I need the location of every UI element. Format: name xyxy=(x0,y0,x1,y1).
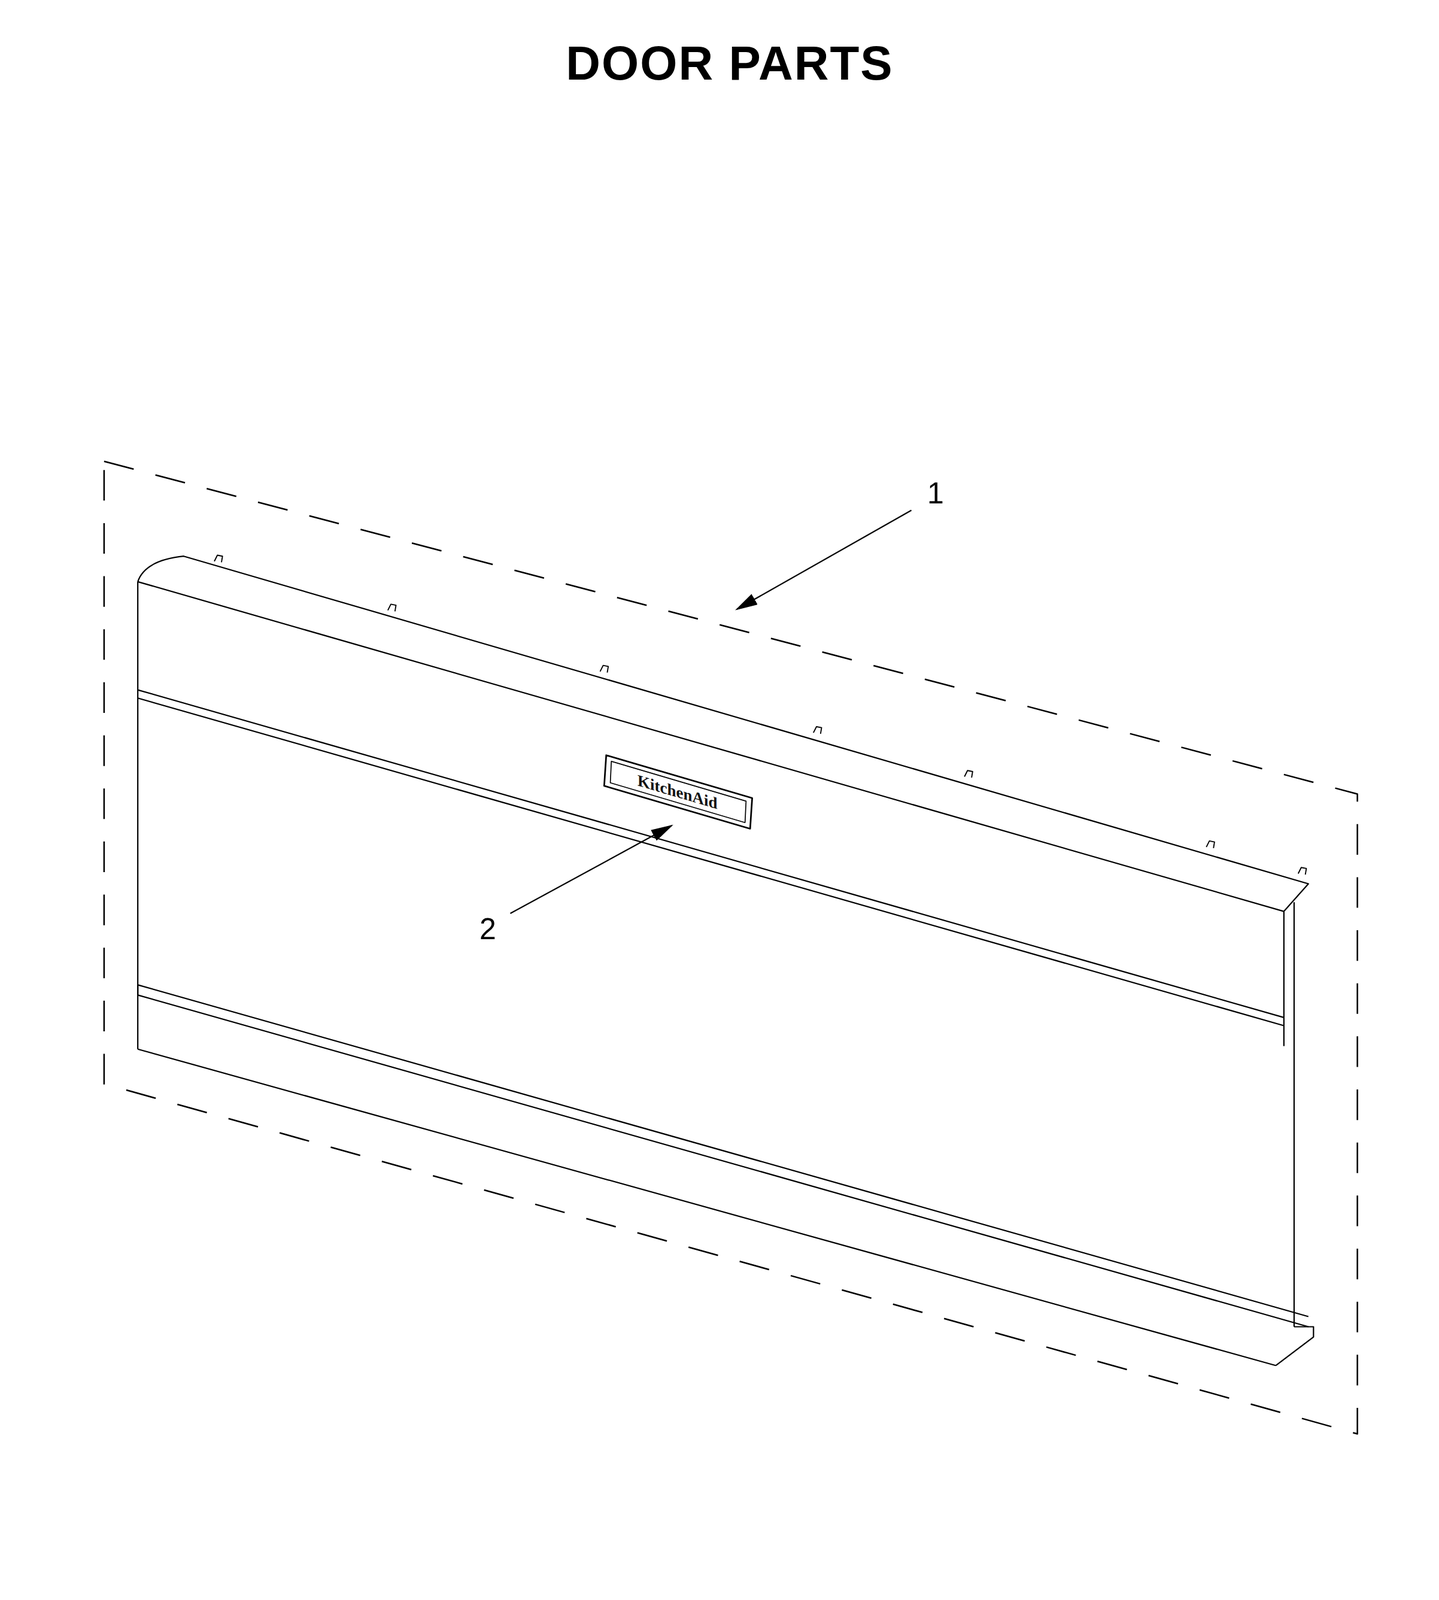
page-title: DOOR PARTS xyxy=(565,35,894,91)
door-panel xyxy=(137,556,1314,1366)
assembly-boundary xyxy=(104,461,1358,1435)
callout-number: 1 xyxy=(927,475,944,511)
logo-badge xyxy=(603,755,752,830)
leader-line xyxy=(736,509,912,609)
mounting-tabs xyxy=(214,555,1307,876)
leader-line xyxy=(509,825,672,914)
callout-number: 2 xyxy=(479,911,497,947)
